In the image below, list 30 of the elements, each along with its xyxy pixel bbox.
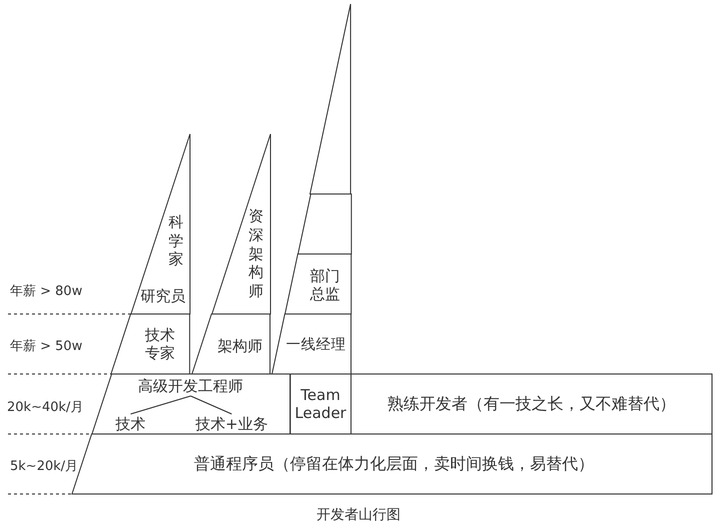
node-text: 架构师 xyxy=(218,337,262,355)
node-text: 部门总监 xyxy=(310,267,340,303)
node-text: 技术专家 xyxy=(144,326,175,362)
node-text: 研究员 xyxy=(140,287,186,305)
tier-cell xyxy=(351,374,712,434)
peak-section xyxy=(212,134,270,314)
salary-label: 5k~20k/月 xyxy=(10,458,78,475)
salary-label: 年薪 > 80w xyxy=(10,283,82,300)
peak-section xyxy=(111,314,190,374)
peak-section xyxy=(310,4,351,194)
node-text: 普通程序员（停留在体力化层面，卖时间换钱，易替代） xyxy=(194,454,594,474)
branch-text: 技术 xyxy=(116,415,146,433)
peak-section xyxy=(131,134,190,314)
node-text: 资深架构师 xyxy=(248,207,264,301)
peak-section xyxy=(272,314,351,374)
tier-cell xyxy=(92,374,290,434)
node-text: Team Leader xyxy=(294,386,348,422)
node-text: 一线经理 xyxy=(286,337,346,355)
node-text: 科学家 xyxy=(168,212,184,270)
role-title: 高级开发工程师 xyxy=(138,377,244,395)
branch-line xyxy=(130,396,192,414)
peak-section xyxy=(284,254,351,314)
branch-line xyxy=(190,396,232,414)
salary-label: 年薪 > 50w xyxy=(10,338,82,355)
node-text: 熟练开发者（有一技之长，又不难替代） xyxy=(388,394,676,414)
peak-section xyxy=(298,194,351,254)
salary-label: 20k~40k/月 xyxy=(7,399,84,416)
peak-section xyxy=(192,314,270,374)
branch-text: 技术+业务 xyxy=(195,415,268,433)
caption: 开发者山行图 xyxy=(316,506,402,524)
